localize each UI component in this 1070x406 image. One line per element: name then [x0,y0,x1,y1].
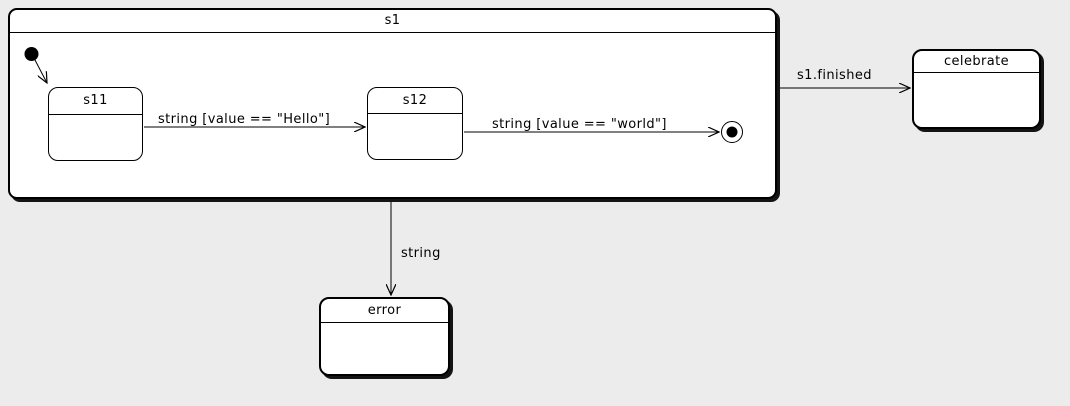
state-s12-title: s12 [368,88,462,114]
final-state[interactable] [721,121,743,143]
transition-label-s11-s12[interactable]: string [value == "Hello"] [158,112,331,127]
state-s11-title: s11 [49,88,142,115]
transition-label-s1-error[interactable]: string [401,246,441,261]
state-error[interactable]: error [319,297,450,376]
state-s1-title: s1 [10,10,775,33]
transition-label-s1-celebrate[interactable]: s1.finished [797,68,872,83]
state-s11[interactable]: s11 [48,87,143,161]
state-celebrate-title: celebrate [914,51,1039,73]
transition-init-s11-line[interactable] [34,59,47,83]
state-error-title: error [321,299,448,323]
transition-label-s12-final[interactable]: string [value == "world"] [492,117,667,132]
final-state-inner-dot [726,126,738,138]
initial-state-dot[interactable] [24,47,39,61]
state-s12[interactable]: s12 [367,87,463,160]
state-celebrate[interactable]: celebrate [912,49,1041,129]
